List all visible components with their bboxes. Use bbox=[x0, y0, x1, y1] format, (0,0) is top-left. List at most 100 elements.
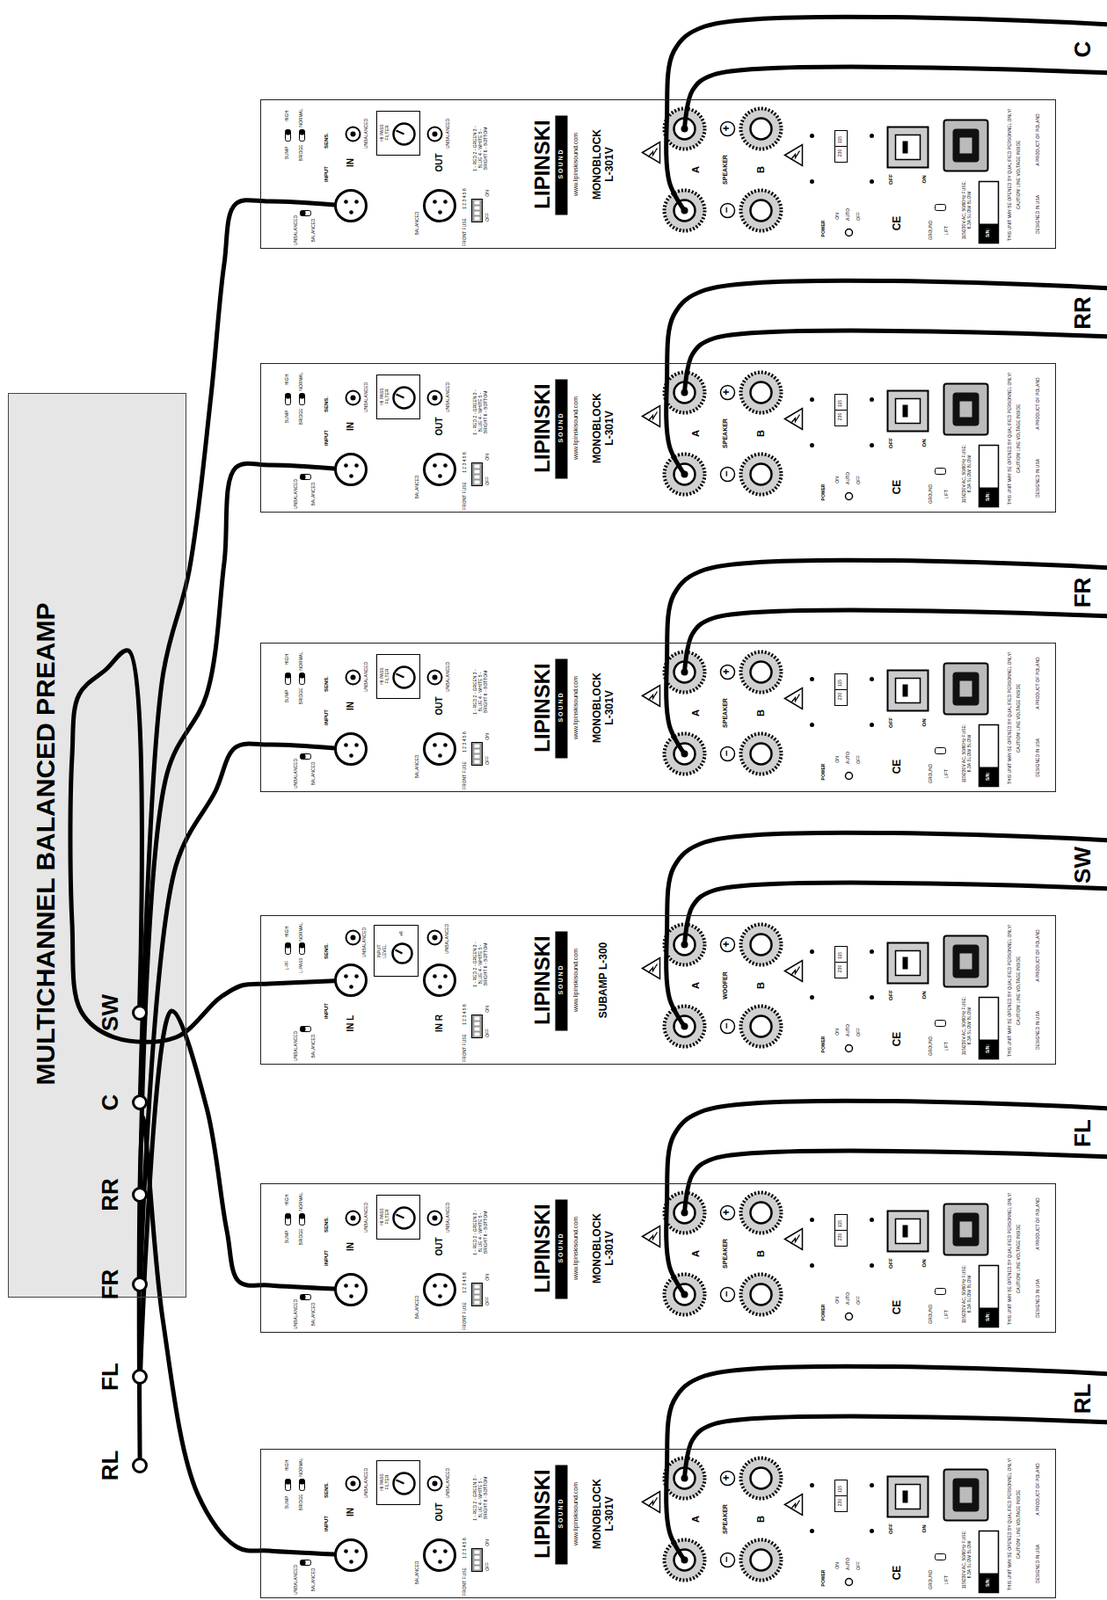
iec-socket bbox=[953, 393, 980, 427]
indicator-dot bbox=[809, 443, 815, 448]
rca-pin bbox=[350, 1216, 357, 1222]
speaker-wire bbox=[684, 1416, 1107, 1479]
panel-text: CE bbox=[891, 1032, 904, 1048]
panel-text: ON bbox=[485, 1539, 491, 1547]
xlr-pin bbox=[443, 199, 448, 204]
xlr-pin bbox=[343, 199, 349, 204]
toggle-switch bbox=[285, 1479, 292, 1492]
panel-text: OFF bbox=[485, 1028, 491, 1038]
panel-text: ON bbox=[835, 1028, 841, 1036]
panel-face bbox=[260, 1183, 1057, 1333]
panel-text: S O U N D bbox=[557, 1233, 565, 1263]
voltage-divider bbox=[835, 1230, 848, 1231]
signal-cable bbox=[140, 743, 335, 1277]
panel-text: HIGH bbox=[284, 374, 291, 386]
polarity-ring bbox=[721, 385, 736, 401]
panel-text: GROUND bbox=[928, 220, 934, 241]
wire-end bbox=[681, 1209, 689, 1217]
panel-text: 230 bbox=[837, 149, 844, 157]
xlr-pin bbox=[354, 1549, 359, 1554]
panel-text: 1 - RED 2 - GREEN 3 - BLUE 4 - WHITE 5 -… bbox=[473, 1470, 488, 1527]
panel-text: 115/230V AC, 50/60Hz FUSE: 6.3A SLOW BLO… bbox=[961, 722, 973, 785]
xlr-pin bbox=[437, 753, 443, 758]
dip-switch bbox=[472, 1549, 483, 1573]
speaker-wire bbox=[666, 1366, 1107, 1560]
toggle-lever bbox=[300, 1560, 306, 1566]
panel-text: 230 bbox=[837, 965, 844, 973]
rca-pin bbox=[350, 935, 357, 941]
panel-text: A PRODUCT OF POLAND bbox=[1035, 1463, 1042, 1515]
panel-art bbox=[285, 372, 999, 508]
output-label: C bbox=[1070, 41, 1097, 59]
panel-text: www.lipinskisound.com bbox=[572, 132, 580, 197]
knob bbox=[393, 387, 416, 409]
binding-post-cap bbox=[750, 1550, 772, 1572]
binding-post bbox=[741, 924, 782, 966]
lightning-bolt bbox=[648, 691, 658, 701]
panel-text: BRIDGE bbox=[298, 1228, 305, 1246]
panel-text: SENS. bbox=[323, 1216, 330, 1233]
indicator-dot bbox=[809, 1483, 815, 1488]
serial-label-bg bbox=[979, 1040, 999, 1060]
panel-text: A bbox=[690, 982, 702, 990]
xlr-pin bbox=[432, 463, 437, 468]
power-mode-switch bbox=[845, 493, 853, 501]
panel-text: SUBAMP L-300 bbox=[597, 940, 611, 1020]
dip-lever bbox=[474, 750, 481, 754]
panel-text: UNBALANCED bbox=[293, 479, 299, 510]
rca-pin bbox=[432, 1216, 438, 1222]
wire-end bbox=[681, 1291, 689, 1299]
toggle-lever bbox=[285, 1214, 292, 1220]
indicator-dot bbox=[809, 397, 815, 402]
iec-inlet bbox=[944, 1470, 989, 1522]
rocker-frame bbox=[888, 1211, 929, 1253]
panel-text: UNBALANCED bbox=[445, 662, 452, 692]
xlr-pin bbox=[343, 974, 349, 979]
binding-post-cap bbox=[750, 464, 772, 486]
xlr-pin bbox=[354, 199, 359, 204]
knob-panel bbox=[374, 925, 419, 977]
rca-pin bbox=[432, 131, 438, 138]
panel-text: SENS. bbox=[323, 676, 330, 692]
dip-lever bbox=[474, 211, 481, 216]
panel-text: LIFT bbox=[944, 1041, 950, 1051]
toggle-switch bbox=[299, 393, 306, 406]
connector-label: IN L bbox=[345, 1015, 357, 1033]
indicator-dot bbox=[809, 1263, 815, 1268]
panel-text: B bbox=[755, 1515, 767, 1523]
panel-text: 1 - RED 2 - GREEN 3 - BLUE 4 - WHITE 5 -… bbox=[473, 663, 488, 721]
panel-text: UNBALANCED bbox=[364, 662, 370, 692]
panel-art bbox=[285, 652, 999, 787]
knob-panel bbox=[377, 111, 421, 156]
wire-end bbox=[681, 1023, 689, 1031]
panel-text: 1 2 3 4 5 6 bbox=[462, 731, 468, 753]
iec-socket bbox=[953, 1478, 980, 1513]
panel-text: BALANCED bbox=[415, 211, 421, 236]
rca-pin bbox=[432, 395, 438, 401]
iec-inlet bbox=[944, 120, 989, 172]
iec-inlet bbox=[944, 936, 989, 988]
panel-text: FRONT FUSE bbox=[462, 1034, 468, 1063]
panel-text: BALANCED bbox=[415, 1296, 421, 1320]
panel-text: FRONT FUSE bbox=[462, 1302, 468, 1331]
panel-text: 230 bbox=[837, 1499, 844, 1507]
toggle-switch bbox=[300, 1295, 312, 1301]
xlr-input: IN bbox=[334, 1538, 368, 1573]
wire-end bbox=[681, 471, 689, 479]
panel-text: FRONT FUSE bbox=[462, 481, 468, 510]
panel-text: LIFT bbox=[944, 1310, 950, 1319]
rocker-frame bbox=[888, 391, 929, 432]
speaker-wire bbox=[666, 560, 1107, 754]
polarity-ring bbox=[721, 665, 736, 680]
panel-text: + bbox=[721, 1208, 734, 1216]
panel-text: www.lipinskisound.com bbox=[572, 396, 580, 460]
connector-label: IN R bbox=[434, 1014, 445, 1033]
binding-post bbox=[741, 1193, 782, 1234]
panel-text: S O U N D bbox=[557, 1499, 565, 1529]
polarity-ring bbox=[721, 1019, 736, 1035]
voltage-divider bbox=[835, 689, 848, 691]
panel-text: 1 2 3 4 5 6 bbox=[462, 1272, 468, 1294]
panel-text: 115/230V AC, 50/60Hz FUSE: 6.3A SLOW BLO… bbox=[961, 1529, 973, 1591]
rca-jack bbox=[346, 1211, 361, 1226]
toggle-switch bbox=[300, 754, 312, 760]
